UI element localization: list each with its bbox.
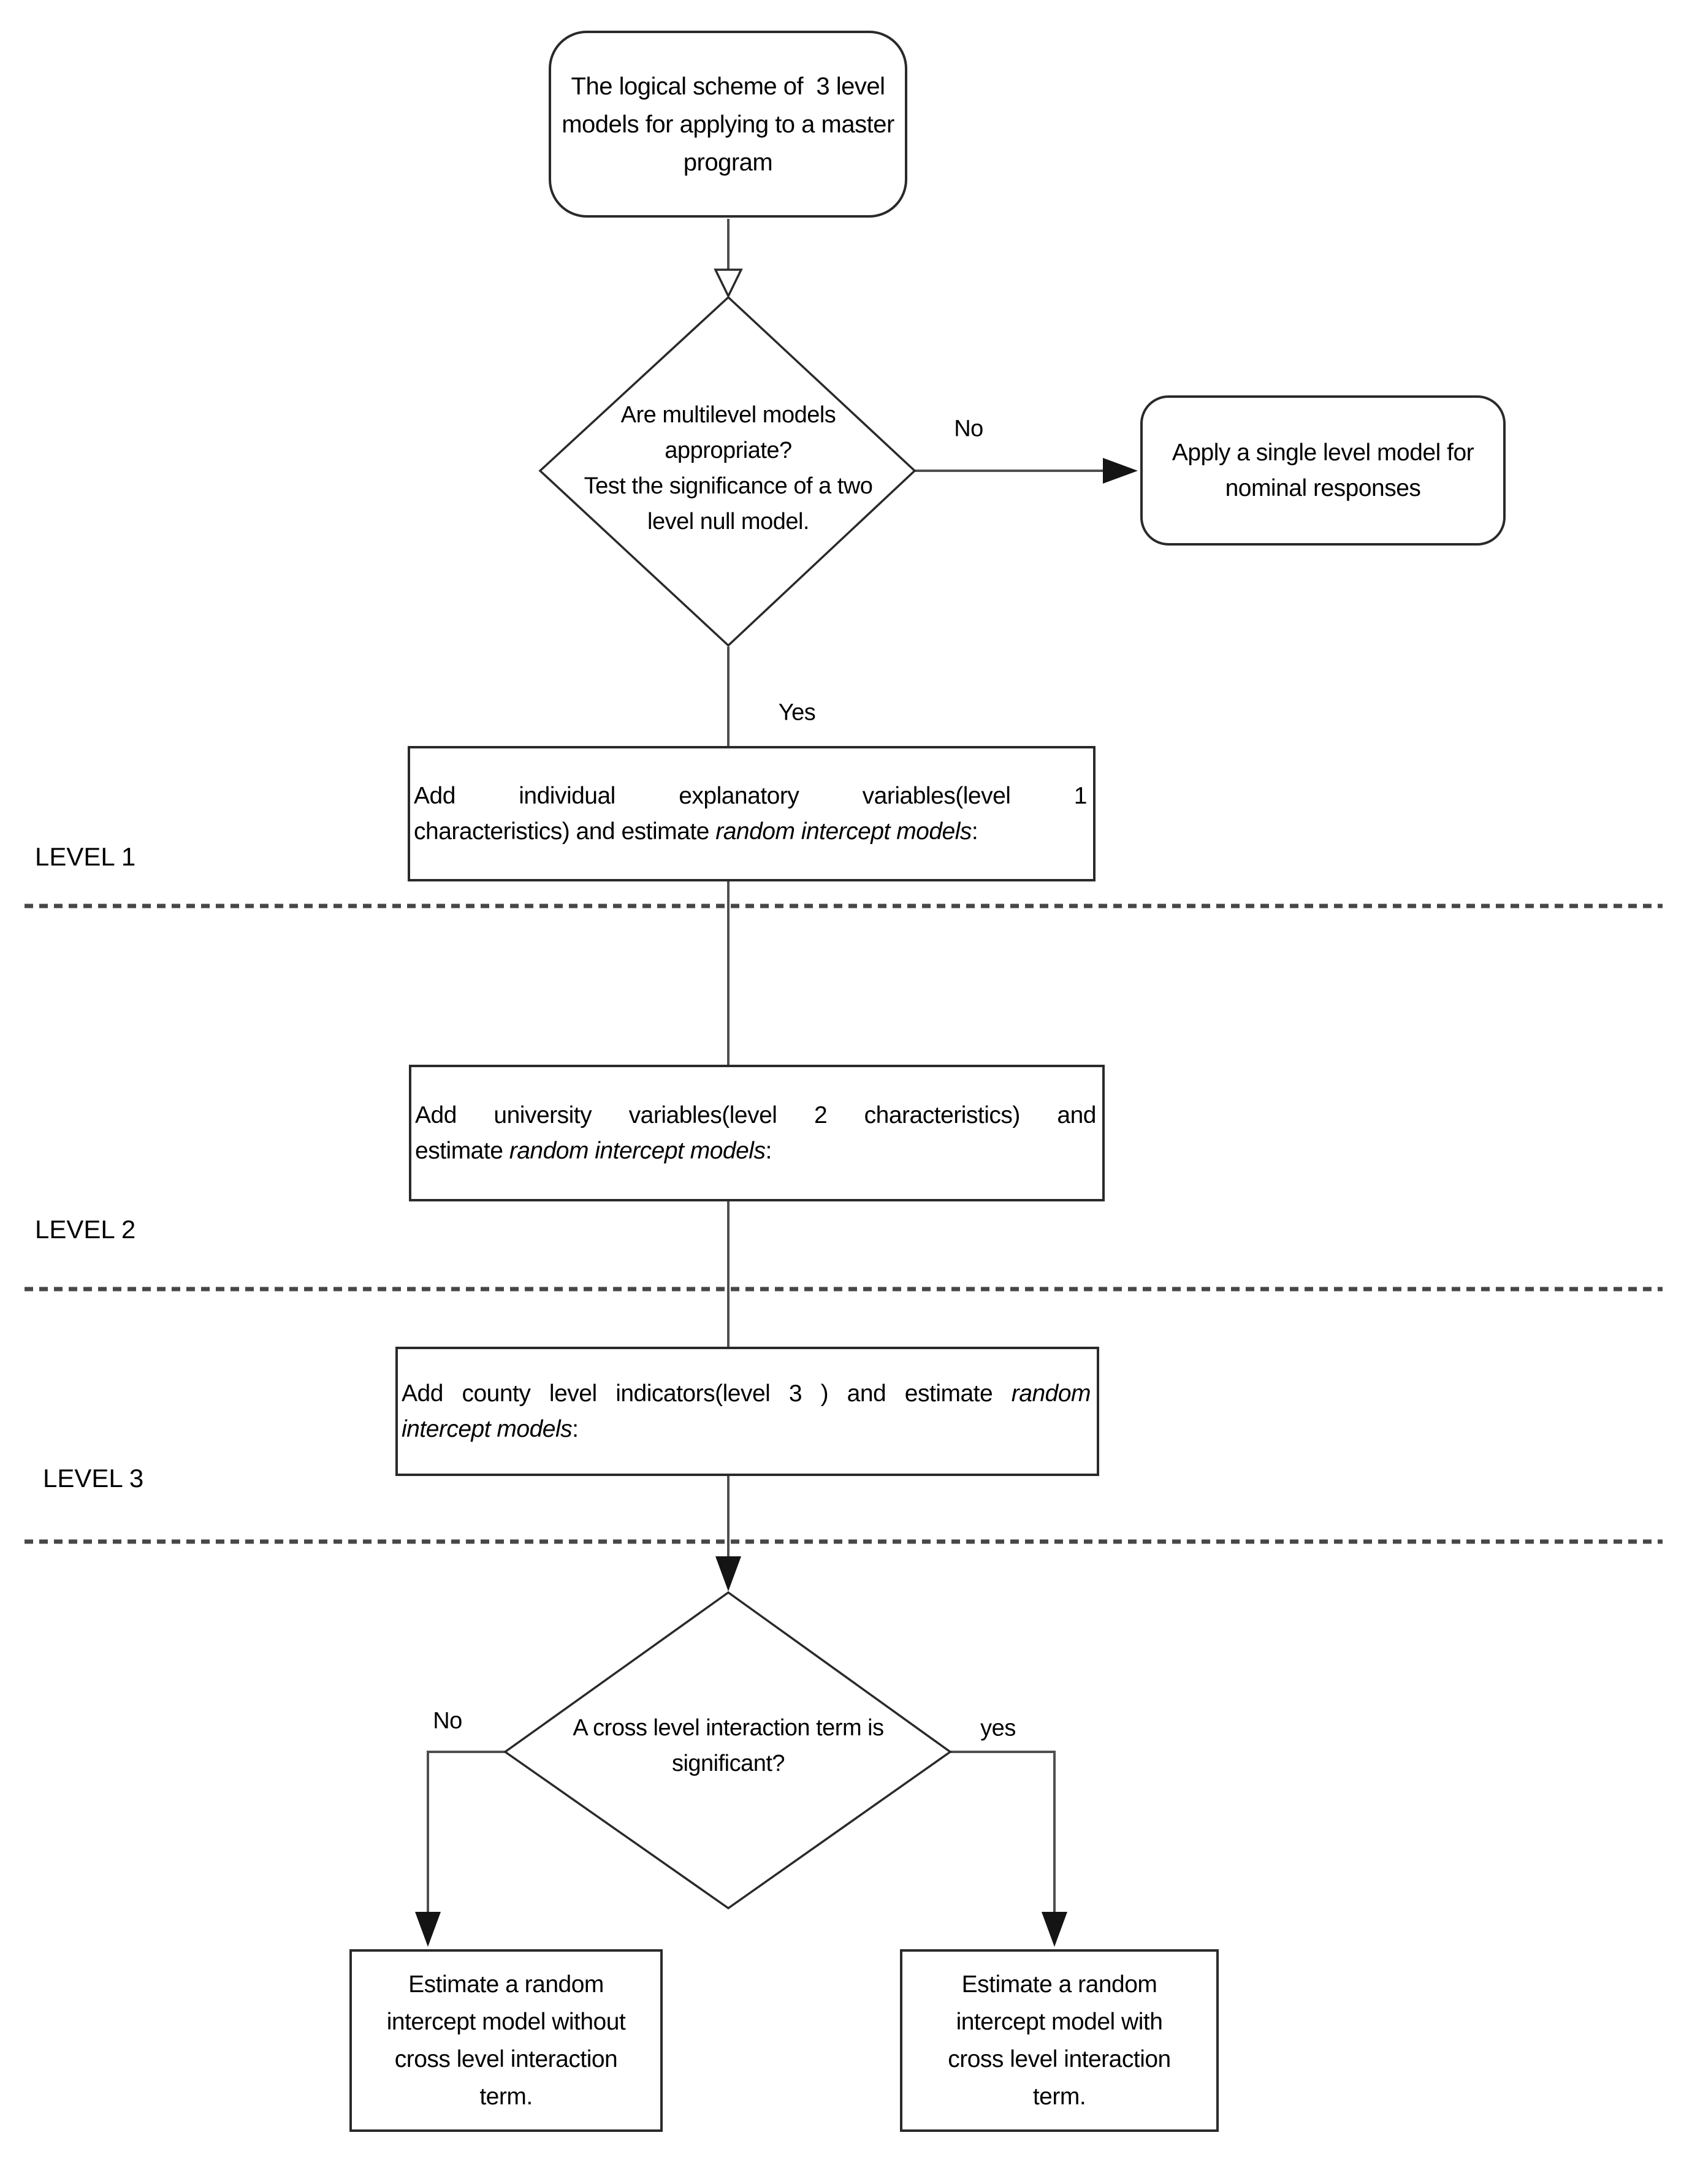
decision2-diamond (503, 1591, 953, 1910)
level3-process-node: Add county level indicators(level 3 ) an… (395, 1347, 1099, 1476)
decision2-yes-label: yes (980, 1715, 1016, 1741)
arrowhead-title-to-decision1 (714, 268, 743, 299)
level3-line1: Add county level indicators(level 3 ) an… (402, 1380, 1091, 1407)
level1-process-node: Add individual explanatory variables(lev… (408, 746, 1096, 881)
level1-tag: LEVEL 1 (35, 842, 136, 871)
level2-tag: LEVEL 2 (35, 1215, 136, 1244)
arrowhead-into-without-box (415, 1912, 441, 1947)
arrowhead-into-decision2 (715, 1556, 741, 1591)
arrowhead-into-with-box (1042, 1912, 1067, 1947)
level3-tag: LEVEL 3 (43, 1464, 144, 1493)
level2-line1: Add university variables(level 2 charact… (415, 1102, 1097, 1128)
level1-line2: characteristics) and estimate random int… (414, 818, 978, 845)
decision1-diamond (538, 295, 916, 647)
arrowhead-no-to-single-level (1103, 458, 1138, 484)
level2-line2: estimate random intercept models: (415, 1137, 772, 1164)
level1-line1: Add individual explanatory variables(lev… (414, 782, 1088, 809)
decision2-no-label: No (433, 1708, 462, 1734)
level3-line2: intercept models: (402, 1415, 579, 1442)
connector-decision2-no (427, 1751, 505, 1915)
decision1-no-label: No (954, 416, 983, 442)
level2-process-node: Add university variables(level 2 charact… (409, 1065, 1105, 1201)
connector-decision2-yes (950, 1751, 1056, 1915)
decision1-yes-label: Yes (778, 699, 816, 726)
